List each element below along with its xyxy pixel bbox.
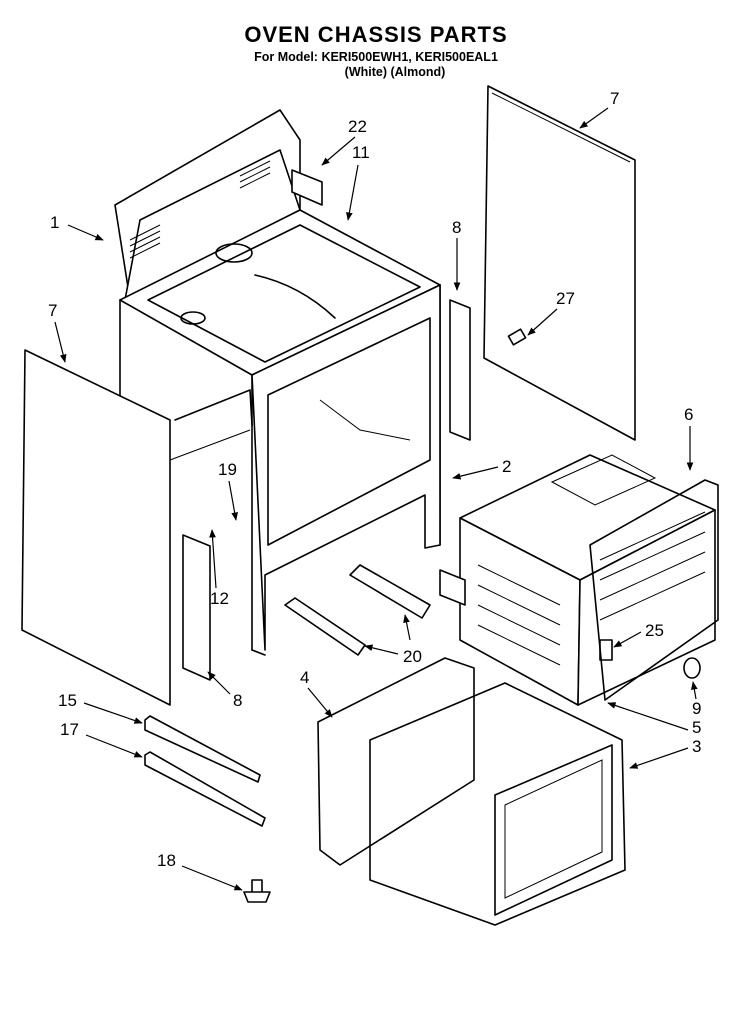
svg-text:22: 22 — [348, 117, 367, 136]
svg-text:11: 11 — [352, 143, 370, 162]
callout-12: 12 — [209, 529, 229, 608]
page-title: OVEN CHASSIS PARTS — [244, 22, 508, 47]
svg-text:1: 1 — [50, 213, 59, 232]
callout-18: 18 — [157, 851, 243, 891]
color-line: (White) (Almond) — [344, 65, 446, 79]
callout-6: 6 — [684, 405, 693, 471]
svg-text:15: 15 — [58, 691, 77, 710]
svg-text:8: 8 — [452, 218, 461, 237]
svg-text:18: 18 — [157, 851, 176, 870]
callout-17: 17 — [60, 720, 143, 758]
svg-text:12: 12 — [210, 589, 229, 608]
hinge-bracket — [291, 169, 323, 206]
callout-1: 1 — [50, 213, 104, 241]
drawer-rail-upper — [144, 715, 261, 783]
svg-text:7: 7 — [610, 89, 619, 108]
plug — [683, 657, 701, 679]
svg-text:4: 4 — [300, 668, 309, 687]
svg-text:5: 5 — [692, 718, 701, 737]
svg-text:25: 25 — [645, 621, 664, 640]
svg-text:8: 8 — [233, 691, 242, 710]
model-line: For Model: KERI500EWH1, KERI500EAL1 — [254, 50, 498, 64]
callout-15: 15 — [58, 691, 143, 724]
svg-text:6: 6 — [684, 405, 693, 424]
svg-text:3: 3 — [692, 737, 701, 756]
callout-8a: 8 — [452, 218, 461, 291]
callout-25: 25 — [613, 621, 664, 648]
chassis-frame — [114, 109, 441, 656]
bottom-support-front — [284, 597, 366, 656]
side-panel-left — [21, 349, 171, 706]
callouts: 1 2 3 4 5 6 7 7 8 8 9 11 12 15 17 18 19 … — [48, 89, 701, 891]
svg-text:27: 27 — [556, 289, 575, 308]
svg-text:20: 20 — [403, 647, 422, 666]
side-strip-left — [182, 534, 211, 681]
leveling-leg — [243, 879, 271, 903]
svg-text:19: 19 — [218, 460, 237, 479]
callout-9: 9 — [691, 681, 701, 718]
svg-text:7: 7 — [48, 301, 57, 320]
callout-11: 11 — [346, 143, 370, 221]
callout-19: 19 — [218, 460, 238, 521]
side-strip-right — [449, 299, 471, 441]
insulation — [317, 657, 626, 926]
callout-7b: 7 — [48, 301, 67, 363]
drawer-rail-lower — [144, 751, 266, 827]
callout-4: 4 — [300, 668, 333, 718]
callout-7a: 7 — [579, 89, 619, 129]
side-panel-right — [483, 85, 636, 441]
callout-27: 27 — [527, 289, 575, 336]
bottom-support-rear — [349, 564, 431, 619]
svg-text:9: 9 — [692, 699, 701, 718]
callout-2: 2 — [452, 457, 511, 480]
callout-3: 3 — [629, 737, 701, 769]
oven-rack — [589, 479, 719, 701]
svg-text:2: 2 — [502, 457, 511, 476]
callout-5: 5 — [607, 702, 701, 737]
svg-text:17: 17 — [60, 720, 79, 739]
callout-8b: 8 — [207, 671, 242, 710]
screw — [507, 328, 527, 346]
callout-22: 22 — [321, 117, 367, 166]
callout-20: 20 — [364, 614, 422, 666]
oven-cavity — [439, 454, 716, 706]
